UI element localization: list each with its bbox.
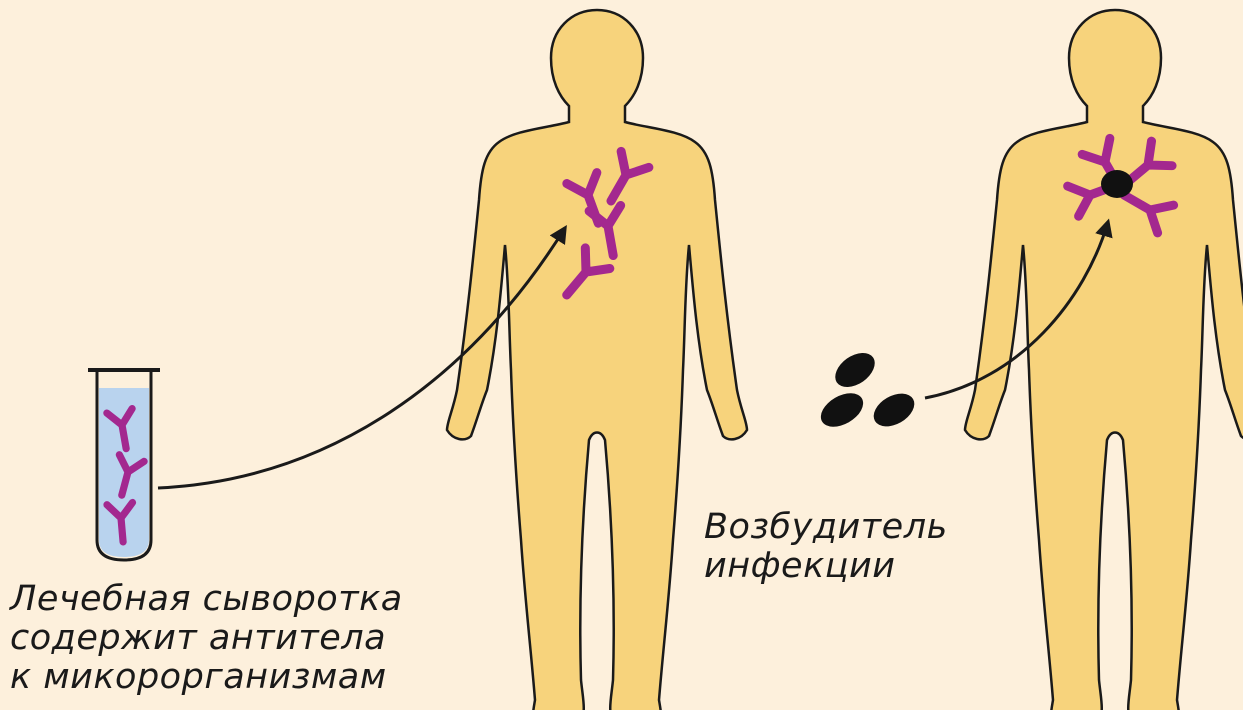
bound-pathogen [1101, 170, 1133, 198]
serum-caption-line-3: к микорорганизмам [10, 658, 403, 697]
human-figure-left [447, 10, 747, 710]
pathogen-particles [815, 346, 920, 434]
pathogen-caption: Возбудитель инфекции [704, 508, 948, 586]
pathogen-caption-line-2: инфекции [704, 547, 948, 586]
human-figure-right [965, 10, 1243, 710]
serum-test-tube [88, 370, 160, 560]
serum-caption-line-1: Лечебная сыворотка [10, 580, 403, 619]
pathogen-caption-line-1: Возбудитель [704, 508, 948, 547]
serum-caption: Лечебная сыворотка содержит антитела к м… [10, 580, 403, 697]
serum-caption-line-2: содержит антитела [10, 619, 403, 658]
